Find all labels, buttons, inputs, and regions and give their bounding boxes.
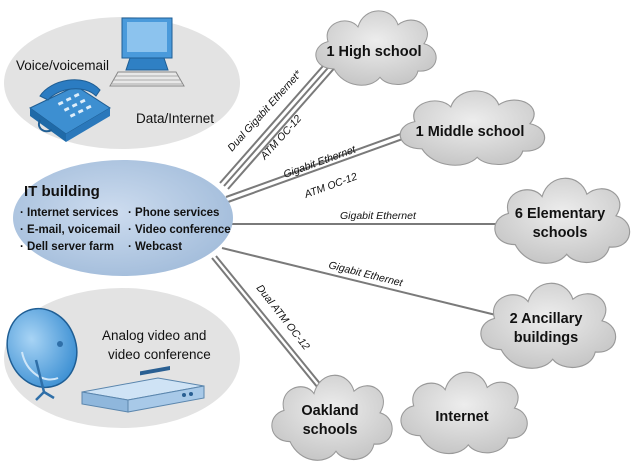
cloud-oakland: Oakland schools [271,374,393,461]
data-label: Data/Internet [136,111,214,126]
link-oakland-a [211,257,319,389]
cloud-high-school-label: 1 High school [326,44,421,60]
cloud-internet-label: Internet [435,409,488,425]
hub-service: · Internet services [20,207,118,219]
it-building-hub [13,160,233,276]
cloud-ancillary-label-2: buildings [514,330,578,346]
link-high-school-b [223,60,335,187]
satellite-dish-icon [6,307,78,401]
cloud-elementary: 6 Elementary schools [494,177,631,264]
cloud-middle-school: 1 Middle school [399,90,546,166]
hub-service: · E-mail, voicemail [20,224,120,236]
link-middle-school-a [225,126,421,198]
link-label-ancillary: Gigabit Ethernet [327,259,405,289]
cloud-elementary-label-2: schools [533,225,588,241]
links [211,57,510,389]
link-label-oakland: Dual ATM OC-12 [254,282,312,352]
cloud-ancillary: 2 Ancillary buildings [480,282,617,369]
link-high-school-a [219,57,331,184]
link-high-school-c [227,63,339,190]
hub-title: IT building [24,183,100,200]
cloud-oakland-label-2: schools [303,422,358,438]
phone-icon [29,79,111,142]
cloud-elementary-label-1: 6 Elementary [515,206,605,222]
cloud-ancillary-label-1: 2 Ancillary [510,311,583,327]
hub-service: · Webcast [128,241,182,253]
link-oakland-b [215,255,323,387]
cloud-middle-school-label: 1 Middle school [416,124,525,140]
hub-service: · Video conference [128,224,231,236]
hub-service: · Phone services [128,207,219,219]
video-label-line1: Analog video and [102,328,206,343]
voice-label: Voice/voicemail [16,58,109,73]
computer-icon [109,17,185,87]
link-label-elementary: Gigabit Ethernet [340,210,417,222]
cloud-high-school: 1 High school [315,10,437,86]
cloud-internet: Internet [400,371,528,455]
cloud-oakland-label-1: Oakland [301,403,358,419]
hub-service: · Dell server farm [20,241,114,253]
video-label-line2: video conference [108,347,211,362]
link-label-middle-school-b: ATM OC-12 [302,171,359,202]
vcr-icon [81,366,205,413]
link-ancillary [221,247,501,317]
link-middle-school-b [227,131,423,203]
